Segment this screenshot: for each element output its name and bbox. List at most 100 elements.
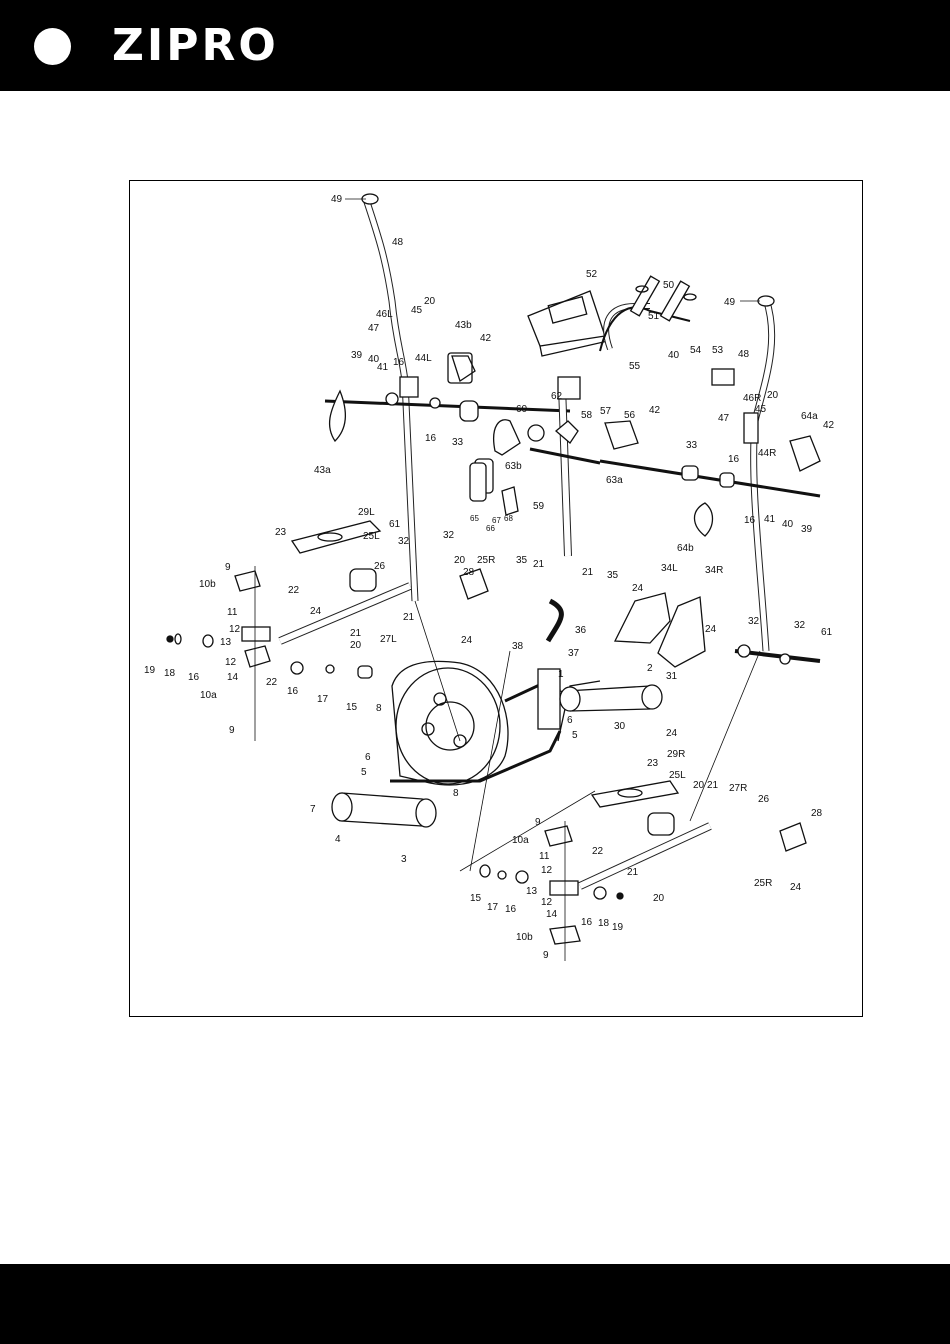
part-label: 11 — [227, 607, 238, 618]
part-label: 4 — [335, 834, 341, 845]
part-label: 22 — [288, 585, 300, 596]
part-label: 34L — [661, 563, 678, 574]
part-label: 32 — [748, 616, 760, 627]
part-label: 24 — [790, 882, 802, 893]
part-label: 8 — [376, 703, 382, 714]
part-label: 20 — [693, 780, 705, 791]
part-label: 24 — [666, 728, 678, 739]
part-label: 40 — [782, 519, 794, 530]
part-label: 45 — [755, 404, 767, 415]
part-label: 20 — [653, 893, 665, 904]
part-label: 14 — [227, 672, 239, 683]
part-label: 54 — [690, 345, 702, 356]
part-label: 41 — [764, 514, 776, 525]
part-label: 21 — [627, 867, 639, 878]
part-label: 19 — [612, 922, 624, 933]
part-label: 17 — [487, 902, 499, 913]
part-label: 12 — [229, 624, 241, 635]
part-label: 39 — [801, 524, 813, 535]
part-label: 44R — [758, 448, 776, 459]
part-label: 50 — [663, 280, 675, 291]
part-label: 9 — [543, 950, 549, 961]
part-label: 46L — [376, 309, 393, 320]
part-label: 26 — [758, 794, 770, 805]
part-label: 6 — [567, 715, 573, 726]
part-label: 39 — [351, 350, 363, 361]
part-label: 42 — [823, 420, 835, 431]
part-label: 16 — [744, 515, 756, 526]
part-label: 1 — [558, 669, 564, 680]
part-label: 27L — [380, 634, 397, 645]
part-label: 10b — [199, 579, 216, 590]
brand-header-bar: ZIPRO — [0, 0, 950, 91]
water-bottle-drawing — [469, 462, 487, 502]
brand-logo: ZIPRO — [112, 20, 279, 71]
part-label: 18 — [164, 668, 176, 679]
side-covers-drawing — [613, 592, 706, 668]
part-label: 15 — [346, 702, 358, 713]
part-label: 41 — [377, 362, 389, 373]
part-label: 43a — [314, 465, 331, 476]
part-label: 8 — [453, 788, 459, 799]
leader-lines — [254, 198, 761, 961]
part-label: 33 — [452, 437, 464, 448]
part-label: 66 — [486, 524, 495, 533]
part-label: 20 — [767, 390, 779, 401]
part-label: 47 — [718, 413, 730, 424]
part-label: 12 — [225, 657, 237, 668]
part-label: 15 — [470, 893, 482, 904]
part-label: 5 — [572, 730, 578, 741]
part-label: 28 — [811, 808, 823, 819]
part-label: 64a — [801, 411, 818, 422]
part-label: 19 — [144, 665, 156, 676]
part-label: 29L — [358, 507, 375, 518]
part-label: 12 — [541, 897, 553, 908]
part-label: 43b — [455, 320, 472, 331]
brand-logo-dot-icon — [34, 28, 71, 65]
part-label: 20 — [454, 555, 466, 566]
part-label: 63b — [505, 461, 522, 472]
part-label: 21 — [707, 780, 719, 791]
part-label: 24 — [632, 583, 644, 594]
part-label: 60 — [516, 404, 528, 415]
part-label: 16 — [393, 357, 405, 368]
part-label: 23 — [275, 527, 287, 538]
part-label: 49 — [331, 194, 343, 205]
part-label: 65 — [470, 514, 479, 523]
part-label: 55 — [629, 361, 641, 372]
part-label: 52 — [586, 269, 598, 280]
part-label: 49 — [724, 297, 736, 308]
part-label: 62 — [551, 391, 563, 402]
part-label: 14 — [546, 909, 558, 920]
part-label: 26 — [374, 561, 386, 572]
right-pedal-arm-drawing — [479, 780, 807, 945]
part-label: 16 — [505, 904, 517, 915]
part-label: 12 — [541, 865, 553, 876]
part-label: 34R — [705, 565, 723, 576]
part-label: 37 — [568, 648, 580, 659]
part-label: 21 — [533, 559, 545, 570]
footer-bar — [0, 1264, 950, 1344]
part-label: 51 — [648, 311, 660, 322]
part-label: 68 — [504, 514, 513, 523]
part-label: 63a — [606, 475, 623, 486]
part-label: 33 — [686, 440, 698, 451]
part-label: 13 — [220, 637, 232, 648]
part-label: 24 — [461, 635, 473, 646]
part-label: 3 — [401, 854, 407, 865]
part-label: 28 — [463, 567, 475, 578]
part-label: 42 — [480, 333, 492, 344]
part-label: 64b — [677, 543, 694, 554]
part-label: 16 — [425, 433, 437, 444]
left-handlebar-drawing — [324, 193, 571, 602]
part-label: 6 — [365, 752, 371, 763]
part-label: 59 — [533, 501, 545, 512]
part-label: 11 — [539, 851, 550, 862]
part-label: 35 — [607, 570, 619, 581]
part-label: 32 — [443, 530, 455, 541]
part-label: 16 — [287, 686, 299, 697]
part-label: 20 — [424, 296, 436, 307]
part-label: 16 — [728, 454, 740, 465]
part-label: 20 — [350, 640, 362, 651]
part-label: 9 — [229, 725, 235, 736]
